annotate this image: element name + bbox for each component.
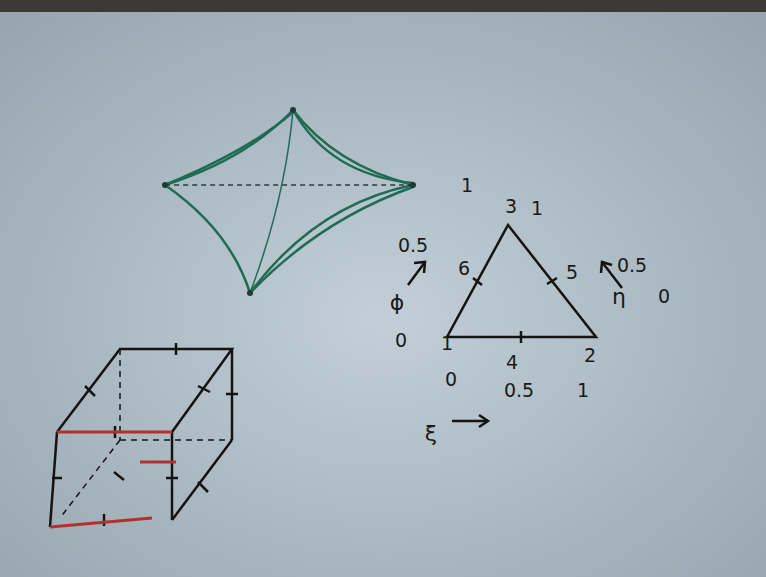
board-top-edge [0, 0, 766, 12]
axis-arrows [408, 262, 622, 427]
highlighted-edges [50, 432, 176, 527]
node-coordinate-label: 1 [441, 334, 453, 353]
node-coordinate-label: 0 [445, 370, 457, 389]
node-coordinate-label: ξ [425, 423, 437, 445]
node-coordinate-label: 0.5 [398, 236, 428, 255]
curved-element [165, 110, 413, 293]
hexahedron-element [50, 343, 238, 527]
node-coordinate-label: 1 [577, 381, 589, 400]
node-coordinate-label: 1 [531, 199, 543, 218]
node-coordinate-label: 4 [506, 353, 518, 372]
node-coordinate-label: 6 [458, 259, 470, 278]
node-coordinate-label: 1 [461, 176, 473, 195]
node-coordinate-label: 0.5 [617, 256, 647, 275]
corner-dots [162, 107, 416, 296]
node-coordinate-label: 3 [505, 197, 517, 216]
triangle-element [447, 225, 596, 343]
node-coordinate-label: 0 [395, 331, 407, 350]
node-coordinate-label: ϕ [390, 292, 405, 314]
node-coordinate-label: 2 [584, 346, 596, 365]
node-coordinate-label: 0.5 [504, 381, 534, 400]
node-coordinate-label: 5 [566, 263, 578, 282]
node-coordinate-label: η [612, 286, 626, 308]
node-coordinate-label: 0 [658, 287, 670, 306]
